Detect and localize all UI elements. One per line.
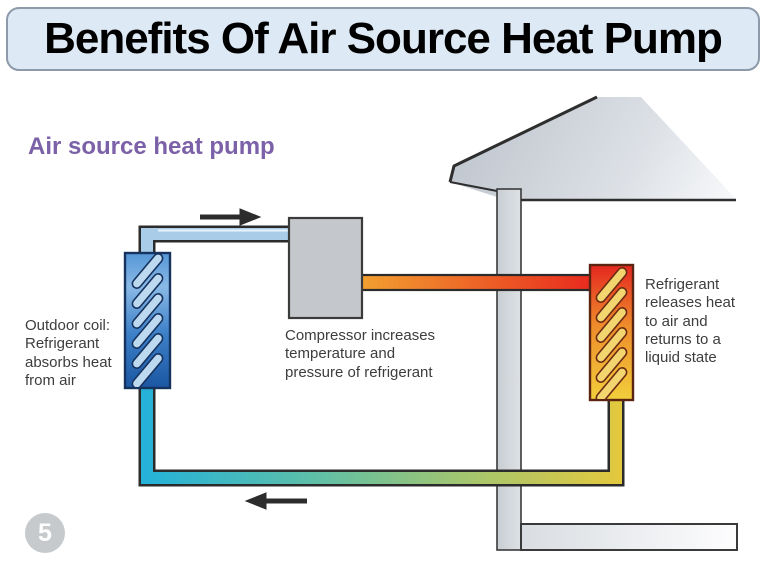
cold-pipe [138, 225, 292, 258]
indoor-coil-tubes [595, 267, 628, 399]
flow-arrow-left-icon [244, 492, 307, 510]
house-outline [448, 95, 738, 551]
hot-pipe [356, 273, 594, 292]
compressor [287, 216, 364, 320]
indoor-coil-label: Refrigerant releases heat to air and ret… [645, 276, 736, 367]
outdoor-coil-label: Outdoor coil: Refrigerant absorbs heat f… [25, 317, 112, 389]
outdoor-coil [123, 251, 172, 390]
flow-arrow-right-icon [200, 208, 262, 226]
house-roof [450, 97, 736, 199]
slide-title: Benefits Of Air Source Heat Pump [44, 14, 723, 63]
diagram-heading: Air source heat pump [28, 133, 275, 160]
compressor-label: Compressor increases temperature and pre… [285, 327, 436, 381]
outdoor-coil-tubes [131, 254, 164, 387]
house-floor [520, 523, 738, 551]
page-number-badge: 5 [25, 513, 65, 553]
return-pipe [138, 384, 625, 487]
page-number: 5 [38, 518, 52, 547]
slide-title-bar: Benefits Of Air Source Heat Pump [6, 7, 760, 71]
indoor-coil [588, 263, 635, 402]
house-wall [496, 188, 522, 551]
